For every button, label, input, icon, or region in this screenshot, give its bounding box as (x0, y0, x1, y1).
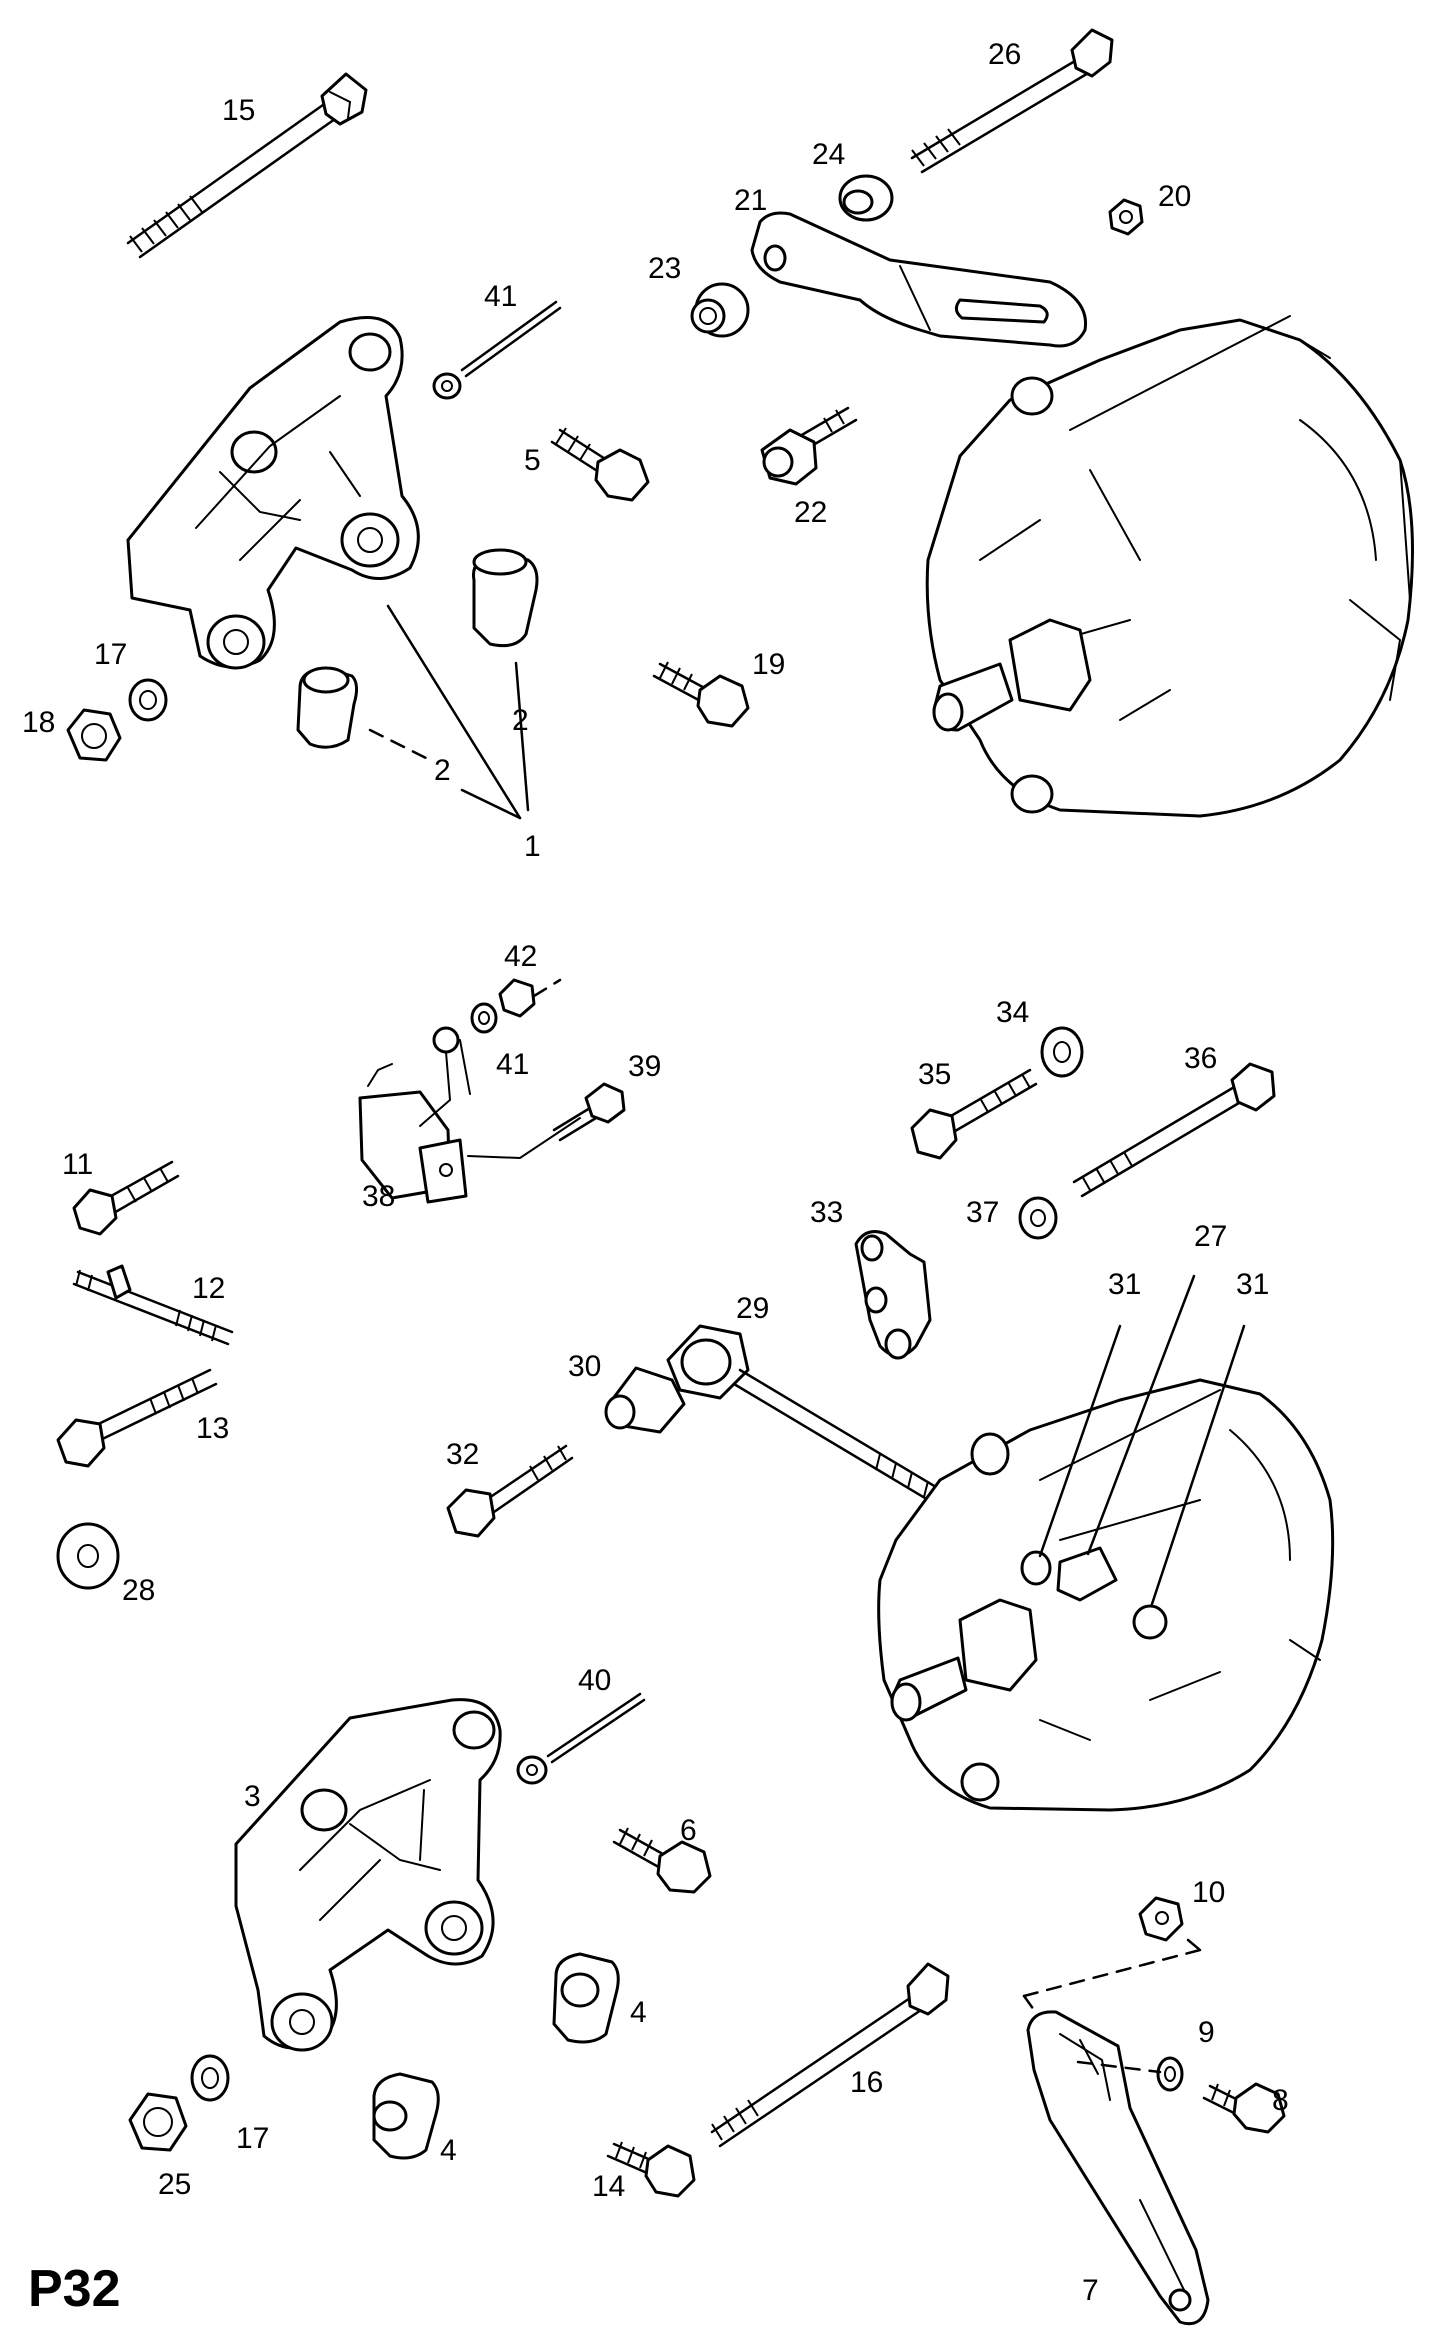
label-7: 7 (1082, 2274, 1099, 2307)
label-15: 15 (222, 94, 255, 127)
part-10-nut (1138, 1896, 1202, 1952)
part-32-bolt (446, 1444, 574, 1538)
label-19: 19 (752, 648, 785, 681)
part-17-washer-bottom (190, 2054, 230, 2102)
label-28: 28 (122, 1574, 155, 1607)
part-3-mounting-bracket-bottom (234, 1698, 502, 2052)
part-34-washer (1040, 1026, 1084, 1078)
label-42: 42 (504, 940, 537, 973)
part-40-cable-eyelet (516, 1692, 646, 1785)
label-14: 14 (592, 2170, 625, 2203)
label-13: 13 (196, 1412, 229, 1445)
label-24: 24 (812, 138, 845, 171)
part-29-tie-rod (666, 1324, 1010, 1546)
label-23: 23 (648, 252, 681, 285)
part-39-bolt (552, 1082, 626, 1142)
label-22: 22 (794, 496, 827, 529)
part-16-long-bolt (710, 1962, 950, 2148)
label-38: 38 (362, 1180, 395, 1213)
label-17-top: 17 (94, 638, 127, 671)
part-41-cable-eyelet-top (432, 300, 562, 400)
part-5-bolt (550, 427, 650, 502)
label-8: 8 (1272, 2084, 1289, 2117)
part-37-washer (1018, 1196, 1058, 1240)
leader-lines-middle (1038, 1274, 1246, 1606)
part-23-bushing (690, 282, 750, 338)
part-22-bolt (760, 406, 858, 486)
part-15-long-bolt (126, 72, 368, 259)
part-25-nut (128, 2092, 188, 2152)
label-27: 27 (1194, 1220, 1227, 1253)
label-35: 35 (918, 1058, 951, 1091)
part-18-nut (66, 708, 122, 762)
label-37: 37 (966, 1196, 999, 1229)
label-41-middle: 41 (496, 1048, 529, 1081)
label-5: 5 (524, 444, 541, 477)
label-16: 16 (850, 2066, 883, 2099)
label-1: 1 (524, 830, 541, 863)
label-2-left: 2 (434, 754, 451, 787)
label-17-bottom: 17 (236, 2122, 269, 2155)
label-12: 12 (192, 1272, 225, 1305)
label-31-right: 31 (1236, 1268, 1269, 1301)
part-13-bolt (56, 1368, 218, 1468)
part-35-bolt (910, 1068, 1038, 1160)
label-2-right: 2 (512, 704, 529, 737)
label-4-right: 4 (630, 1996, 647, 2029)
part-33-bracket (854, 1230, 932, 1360)
alternator-bottom (877, 1378, 1335, 1812)
part-41-eyelet-middle (419, 1002, 498, 1127)
label-26: 26 (988, 38, 1021, 71)
label-36: 36 (1184, 1042, 1217, 1075)
label-32: 32 (446, 1438, 479, 1471)
part-26-long-bolt (910, 28, 1114, 174)
label-21: 21 (734, 184, 767, 217)
label-31-left: 31 (1108, 1268, 1141, 1301)
part-24-bushing (838, 174, 894, 222)
part-2-sleeve-upper (471, 548, 539, 648)
part-1-mounting-bracket-top (126, 316, 420, 670)
part-8-bolt (1202, 2082, 1286, 2134)
part-12-stud (72, 1264, 234, 1346)
label-18: 18 (22, 706, 55, 739)
part-7-adjusting-bracket (1026, 2010, 1210, 2326)
part-28-washer (56, 1522, 120, 1590)
label-29: 29 (736, 1292, 769, 1325)
alternator-top (925, 315, 1414, 818)
part-17-washer-top (128, 678, 168, 722)
part-20-nut (1108, 198, 1144, 236)
label-10: 10 (1192, 1876, 1225, 1909)
part-36-long-bolt (1072, 1062, 1276, 1198)
part-30-bushing (604, 1366, 686, 1434)
part-21-adjusting-strap (750, 211, 1088, 348)
part-11-bolt (72, 1160, 180, 1236)
part-42-nut (498, 978, 562, 1018)
part-4-sleeve-lower (372, 2072, 440, 2160)
page-code: P32 (28, 2260, 121, 2318)
part-19-bolt (652, 661, 750, 728)
part-6-bolt (612, 1827, 712, 1894)
label-39: 39 (628, 1050, 661, 1083)
part-4-sleeve-upper (552, 1952, 620, 2044)
label-40: 40 (578, 1664, 611, 1697)
label-41-top: 41 (484, 280, 517, 313)
label-30: 30 (568, 1350, 601, 1383)
label-11: 11 (62, 1148, 93, 1181)
label-33: 33 (810, 1196, 843, 1229)
label-20: 20 (1158, 180, 1191, 213)
part-2-sleeve-lower (296, 666, 359, 749)
part-9-washer (1156, 2056, 1184, 2092)
leader-lines-bottom (1022, 1948, 1202, 2074)
label-4-left: 4 (440, 2134, 457, 2167)
label-6: 6 (680, 1814, 697, 1847)
leader-lines-top (368, 604, 530, 820)
part-14-bolt (606, 2141, 696, 2198)
label-34: 34 (996, 996, 1029, 1029)
label-9: 9 (1198, 2016, 1215, 2049)
label-3: 3 (244, 1780, 261, 1813)
label-25: 25 (158, 2168, 191, 2201)
